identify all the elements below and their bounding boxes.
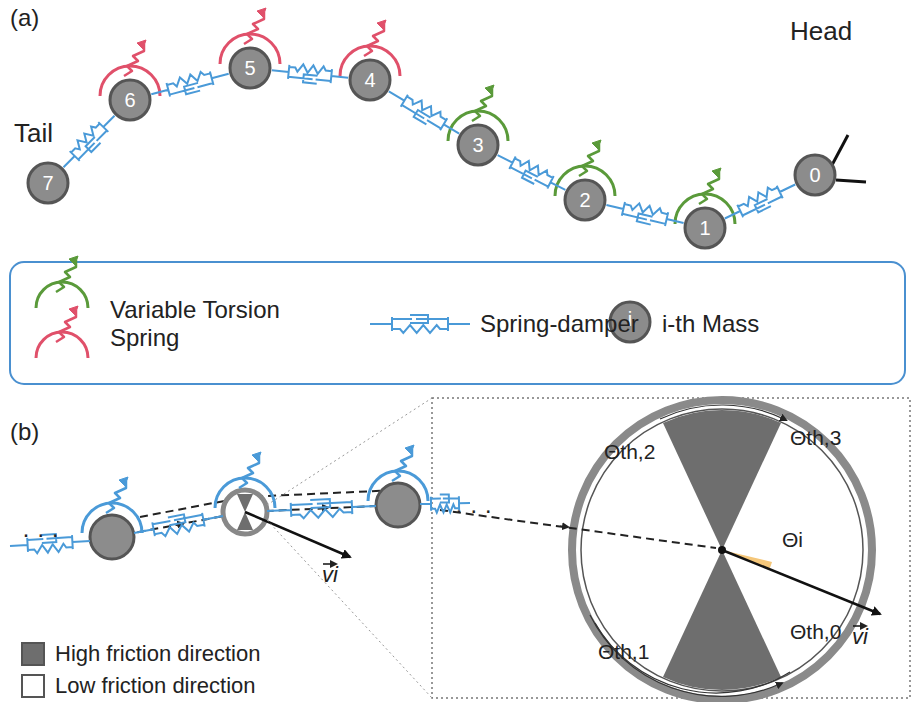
torsion-arrow [592, 140, 601, 149]
mass-number: 3 [456, 123, 500, 167]
torsion-spring [364, 24, 384, 56]
mass-circle: 1 [683, 206, 727, 250]
annotation-label: · · · [455, 496, 492, 524]
spring-damper [64, 116, 115, 168]
annotation-label: Θth,0 [790, 620, 841, 644]
torsion-arrow [377, 20, 386, 29]
torsion-spring [56, 310, 76, 342]
spring-damper [267, 499, 376, 518]
torsion-spring [472, 89, 492, 121]
spring-damper [370, 315, 470, 333]
mass-number: 1 [683, 206, 727, 250]
annotation-label: Θth,3 [790, 426, 841, 450]
mass-number: 7 [26, 161, 70, 205]
spring-damper [606, 202, 683, 226]
legend-swatch [21, 674, 45, 698]
spring-damper [151, 72, 228, 97]
spring-damper [389, 91, 459, 133]
torsion-spring [579, 144, 599, 176]
mass-circle: 6 [108, 78, 152, 122]
spring-damper [725, 185, 795, 219]
mass-circle: 2 [563, 178, 607, 222]
annotation-label: (b) [10, 418, 39, 446]
torsion-arrow [137, 40, 146, 49]
torsion-arrow [485, 85, 494, 94]
mass-number: 6 [108, 78, 152, 122]
legend-text: High friction direction [55, 640, 415, 668]
spring-damper [272, 64, 348, 83]
torsion-spring [699, 172, 719, 204]
mass-number: 5 [228, 46, 272, 90]
mass-number: 4 [348, 58, 392, 102]
annotation-label: (a) [10, 4, 39, 32]
torsion-spring [392, 449, 412, 481]
spring-damper [498, 155, 566, 190]
legend-text: Variable Torsion Spring [110, 296, 340, 352]
torsion-arrow [69, 306, 78, 315]
mass-circle: 5 [228, 46, 272, 90]
mass-number: 2 [563, 178, 607, 222]
spring-damper [134, 513, 223, 536]
annotation-label: Head [790, 16, 852, 47]
torsion-arrow [69, 256, 78, 265]
mass-number: 0 [793, 153, 837, 197]
annotation-label: Tail [14, 118, 53, 149]
legend-swatch [21, 642, 45, 666]
annotation-label: vi [322, 562, 338, 588]
torsion-spring [56, 260, 76, 292]
mass-circle: 0 [793, 153, 837, 197]
torsion-spring [244, 12, 264, 44]
legend-text: Low friction direction [55, 672, 415, 700]
legend-text: Spring-damper [480, 310, 680, 338]
annotation-label: · · · [22, 520, 59, 548]
annotation-label: Θi [782, 528, 803, 552]
torsion-spring [106, 481, 126, 513]
torsion-arrow [712, 168, 721, 177]
mass-circle: 4 [348, 58, 392, 102]
mass-circle: 3 [456, 123, 500, 167]
annotation-label: vi [852, 624, 868, 650]
annotation-label: Θth,2 [604, 440, 655, 464]
torsion-arrow [405, 445, 414, 454]
legend-text: i-th Mass [662, 310, 882, 338]
torsion-arrow [257, 8, 266, 17]
torsion-arrow [119, 477, 128, 486]
mass-circle: 7 [26, 161, 70, 205]
torsion-arrow [252, 452, 261, 461]
torsion-spring [124, 44, 144, 76]
torsion-spring [239, 456, 259, 488]
annotation-label: Θth,1 [598, 640, 649, 664]
